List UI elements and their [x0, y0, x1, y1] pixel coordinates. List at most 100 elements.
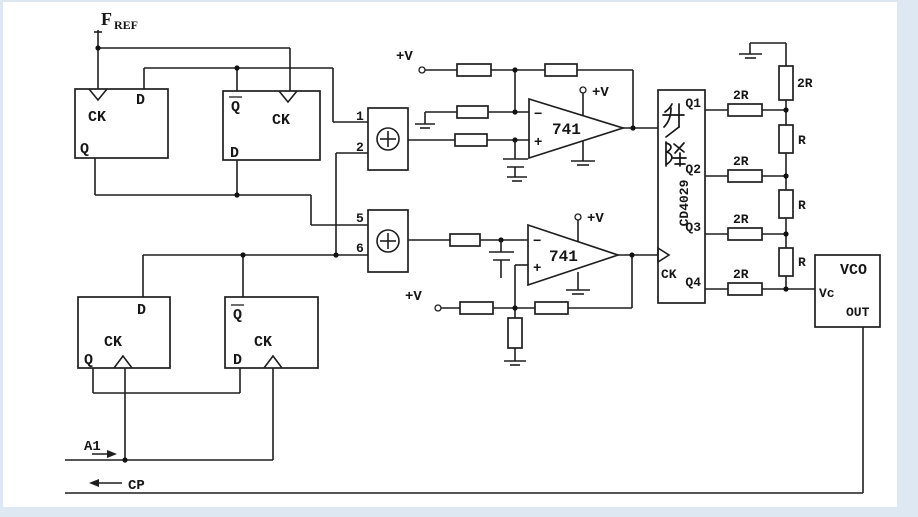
- dff-qbar-label: Q: [233, 307, 242, 324]
- dff-q-label: Q: [80, 141, 89, 158]
- opamp-label: 741: [549, 248, 578, 266]
- clock-wedge-icon: [657, 246, 671, 264]
- fref-subscript: REF: [114, 18, 138, 32]
- dff-d-label: D: [233, 352, 242, 369]
- clock-wedge-icon: [113, 354, 133, 369]
- dff-d-label: D: [137, 302, 146, 319]
- vco-control-label: Vc: [819, 286, 835, 301]
- fref-label: F REF: [101, 9, 138, 32]
- resistor-value-label: 2R: [733, 212, 749, 227]
- updown-glyph-icon: [662, 103, 687, 167]
- resistor-2r-q2: [727, 169, 763, 183]
- xor-phase-detector-top: 1 2: [356, 107, 409, 171]
- dff-clock-label: CK: [88, 109, 106, 126]
- supply-label: +V: [592, 85, 609, 101]
- canvas-background: [3, 2, 897, 507]
- clock-wedge-icon: [278, 90, 298, 104]
- resistor-2r-q1: [727, 103, 763, 117]
- clock-wedge-icon: [263, 354, 283, 369]
- noninverting-input-label: +: [534, 135, 542, 151]
- ground-icon: [504, 360, 526, 366]
- opamp-label: 741: [552, 121, 581, 139]
- resistor-vplus-bottom: [459, 301, 494, 315]
- resistor-vplus-top: [456, 63, 492, 77]
- supply-top-branch: +V: [396, 49, 426, 74]
- xor-symbol-icon: [376, 229, 400, 253]
- dff-bottom-left: D CK Q: [77, 296, 171, 369]
- ground-icon: [507, 176, 527, 182]
- dff-bottom-right: Q CK D: [224, 296, 319, 369]
- cp-signal: CP: [89, 478, 145, 494]
- resistor-feedback-bottom: [534, 301, 569, 315]
- pin-q4-label: Q4: [685, 275, 701, 290]
- cp-signal-label: CP: [128, 478, 145, 494]
- resistor-value-label: R: [798, 133, 806, 148]
- vco-title: VCO: [840, 262, 867, 279]
- resistor-2r-top: [778, 65, 794, 101]
- noninverting-input-label: +: [533, 261, 541, 277]
- terminal-icon: [418, 66, 426, 74]
- ground-icons: [415, 53, 762, 366]
- resistor-2r-q3: [727, 227, 763, 241]
- ground-icon: [415, 123, 435, 129]
- left-arrow-icon: [89, 479, 122, 487]
- vco-block: VCO Vc OUT: [814, 254, 881, 328]
- chip-name: CD4029: [677, 179, 692, 226]
- resistor-value-label: R: [798, 198, 806, 213]
- resistors: [449, 63, 578, 349]
- capacitor-bottom: [489, 240, 514, 278]
- right-arrow-icon: [92, 450, 117, 458]
- opamp-741-bottom: − + 741 +V: [527, 211, 621, 287]
- vco-output-label: OUT: [846, 305, 870, 320]
- ground-icon: [566, 289, 590, 295]
- resistor-value-label: 2R: [733, 154, 749, 169]
- supply-label: +V: [587, 211, 604, 227]
- pin-label: 2: [356, 140, 364, 155]
- dff-clock-label: CK: [254, 334, 272, 351]
- resistor-value-label: 2R: [797, 76, 813, 91]
- pin-label: 1: [356, 109, 364, 124]
- cd4029-counter: 升/降 CD4029 Q1 Q2 Q3 Q4 CK: [657, 89, 706, 304]
- resistor-ground-top: [456, 105, 489, 119]
- resistor-feedback-top: [544, 63, 578, 77]
- resistor-r-1: [778, 124, 794, 154]
- fref-letter: F: [101, 9, 112, 29]
- resistor-value-label: R: [798, 255, 806, 270]
- r2r-ladder: 2R 2R 2R 2R 2R R R R: [727, 65, 813, 296]
- clock-wedge-icon: [88, 88, 108, 102]
- ground-icon: [739, 53, 762, 59]
- pin-label: 5: [356, 211, 364, 226]
- inverting-input-label: −: [534, 107, 542, 123]
- pin-q2-label: Q2: [685, 162, 701, 177]
- xor-phase-detector-bottom: 5 6: [356, 209, 409, 273]
- pin-label: 6: [356, 241, 364, 256]
- dff-qbar-label: Q: [231, 99, 240, 116]
- supply-terminal-icon: [574, 213, 582, 221]
- resistor-value-label: 2R: [733, 88, 749, 103]
- inverting-input-label: −: [533, 234, 541, 250]
- xor-symbol-icon: [376, 127, 400, 151]
- resistor-value-label: 2R: [733, 267, 749, 282]
- dff-top-right: Q CK D: [222, 90, 321, 162]
- resistor-input-bottom: [449, 233, 481, 247]
- resistor-r-2: [778, 189, 794, 219]
- a1-signal: A1: [84, 439, 117, 458]
- pin-ck-label: CK: [661, 267, 677, 282]
- dff-d-label: D: [136, 92, 145, 109]
- pin-q3-label: Q3: [685, 220, 701, 235]
- a1-signal-label: A1: [84, 439, 101, 455]
- wires: [65, 30, 864, 494]
- dff-q-label: Q: [84, 352, 93, 369]
- vplus-label: +V: [405, 289, 422, 305]
- dff-clock-label: CK: [104, 334, 122, 351]
- capacitor-top: [503, 140, 528, 177]
- terminal-icon: [434, 304, 442, 312]
- dff-d-label: D: [230, 145, 239, 162]
- resistor-2r-q4: [727, 282, 763, 296]
- resistor-r-3: [778, 247, 794, 277]
- supply-terminal-icon: [579, 86, 587, 94]
- dff-clock-label: CK: [272, 112, 290, 129]
- pin-q1-label: Q1: [685, 96, 701, 111]
